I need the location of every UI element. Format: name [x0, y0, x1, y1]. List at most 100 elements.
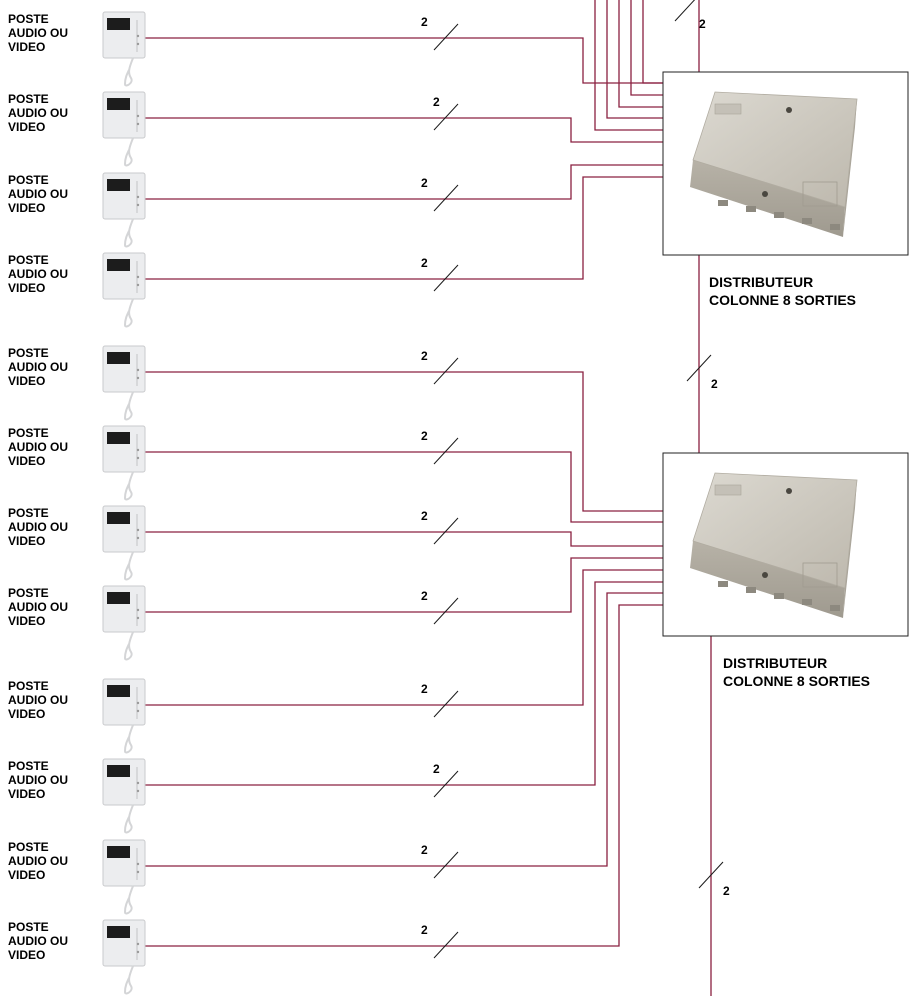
station-wire-tick — [433, 184, 459, 212]
box-front-side — [690, 160, 845, 237]
device-button — [136, 195, 140, 199]
device-button — [136, 42, 140, 46]
upper-bundle-wire — [630, 0, 663, 96]
station-wire — [145, 581, 663, 786]
device-screen — [107, 685, 130, 697]
box-foot — [802, 218, 812, 224]
station-wire-count: 2 — [421, 256, 428, 270]
station-wire-tick — [433, 23, 459, 51]
station-wire — [145, 592, 663, 867]
intercom-handset-icon — [102, 585, 146, 661]
station-wire-count: 2 — [421, 843, 428, 857]
station-wire — [145, 451, 663, 523]
device-cord — [123, 631, 134, 661]
device-cord — [123, 804, 134, 834]
device-button — [136, 536, 140, 540]
device-button — [136, 275, 140, 279]
station-label-line: POSTE — [8, 12, 49, 26]
station-label-line: VIDEO — [8, 868, 45, 882]
box-screw — [762, 572, 768, 578]
intercom-handset-icon — [102, 172, 146, 248]
station-wire — [145, 117, 663, 143]
station-label-line: POSTE — [8, 586, 49, 600]
station-label-line: AUDIO OU — [8, 26, 68, 40]
intercom-handset-icon — [102, 91, 146, 167]
device-button — [136, 616, 140, 620]
device-button — [136, 862, 140, 866]
device-screen — [107, 765, 130, 777]
box-screw — [786, 488, 792, 494]
device-screen — [107, 18, 130, 30]
device-screen — [107, 926, 130, 938]
upper-bundle-wire — [606, 0, 663, 119]
device-button — [136, 456, 140, 460]
station-wire-tick — [433, 597, 459, 625]
device-screen — [107, 846, 130, 858]
device-button — [136, 709, 140, 713]
device-button — [136, 942, 140, 946]
station-label-line: VIDEO — [8, 120, 45, 134]
device-cord — [123, 965, 134, 995]
device-button — [136, 376, 140, 380]
distributor-label-line: COLONNE 8 SORTIES — [723, 673, 870, 689]
station-label-line: AUDIO OU — [8, 854, 68, 868]
device-button — [136, 781, 140, 785]
station-wire-tick — [433, 770, 459, 798]
device-cord — [123, 885, 134, 915]
device-screen — [107, 98, 130, 110]
riser-wire-count: 2 — [699, 17, 706, 31]
device-button — [136, 34, 140, 38]
box-foot — [718, 581, 728, 587]
device-button — [136, 448, 140, 452]
station-wire — [145, 37, 663, 84]
station-label-line: VIDEO — [8, 787, 45, 801]
station-wire-tick — [433, 103, 459, 131]
riser-wire-count: 2 — [723, 884, 730, 898]
device-screen — [107, 432, 130, 444]
device-cord — [123, 57, 134, 87]
station-wire-count: 2 — [421, 682, 428, 696]
device-button — [136, 122, 140, 126]
device-screen — [107, 259, 130, 271]
station-wire-count: 2 — [433, 762, 440, 776]
station-wire-tick — [433, 437, 459, 465]
intercom-handset-icon — [102, 345, 146, 421]
upper-bundle-wire — [594, 0, 663, 131]
intercom-handset-icon — [102, 505, 146, 581]
box-foot — [830, 224, 840, 230]
station-label-line: VIDEO — [8, 948, 45, 962]
station-wire — [145, 371, 663, 512]
station-wire-tick — [433, 690, 459, 718]
station-label-line: POSTE — [8, 426, 49, 440]
distributor-label-line: COLONNE 8 SORTIES — [709, 292, 856, 308]
device-cord — [123, 551, 134, 581]
box-foot — [718, 200, 728, 206]
distribution-box-icon — [690, 91, 858, 237]
station-wire-tick — [433, 851, 459, 879]
station-wire-tick — [433, 931, 459, 959]
device-screen — [107, 352, 130, 364]
intercom-handset-icon — [102, 11, 146, 87]
station-label-line: AUDIO OU — [8, 267, 68, 281]
device-button — [136, 701, 140, 705]
device-cord — [123, 298, 134, 328]
device-button — [136, 368, 140, 372]
station-wire-count: 2 — [433, 95, 440, 109]
box-foot — [746, 206, 756, 212]
station-wire — [145, 569, 663, 706]
device-button — [136, 283, 140, 287]
riser-column: 222 — [674, 0, 730, 996]
station-label-line: VIDEO — [8, 281, 45, 295]
